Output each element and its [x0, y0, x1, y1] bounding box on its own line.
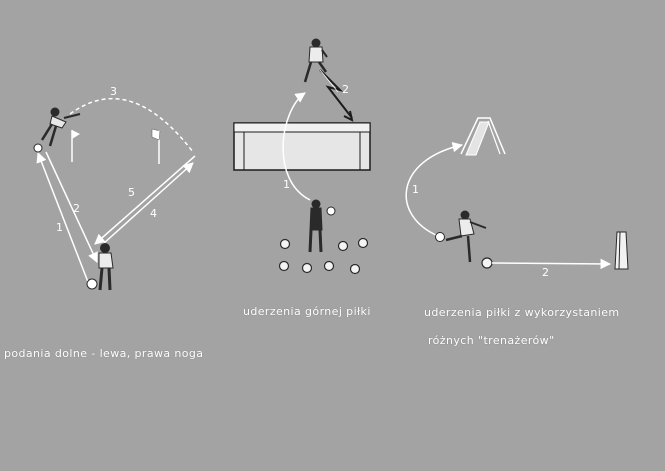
- player-bottom: [86, 243, 114, 291]
- drill-2-high-ball: 1 2: [233, 38, 371, 275]
- label-pass-3: 3: [110, 85, 117, 98]
- label-path-1: 1: [412, 183, 419, 196]
- label-pass-1: 1: [56, 221, 63, 234]
- ball-path-2: [319, 69, 353, 119]
- flag-right: [151, 128, 161, 164]
- label-pass-4: 4: [150, 207, 157, 220]
- player-top-left: [33, 107, 81, 153]
- trainer-figure: [308, 199, 336, 253]
- label-path-2: 2: [542, 266, 549, 279]
- ball-path-1: [282, 92, 311, 201]
- pass-2-line: [45, 151, 98, 263]
- pass-1-line: [36, 152, 89, 283]
- drill-3-trainers: 1 2: [405, 117, 629, 279]
- label-pass-5: 5: [128, 186, 135, 199]
- label-path-1: 1: [283, 178, 290, 191]
- caption-drill-2: uderzenia górnej piłki: [243, 305, 371, 318]
- pass-5-line: [102, 162, 194, 245]
- drill-1-passing: 1 2 3 4 5: [33, 85, 196, 291]
- flag-left: [71, 130, 80, 162]
- pass-3-arc: [69, 98, 194, 153]
- label-pass-2: 2: [73, 202, 80, 215]
- target-post: [614, 231, 629, 270]
- caption-drill-3-line-1: uderzenia piłki z wykorzystaniem: [424, 306, 620, 319]
- pass-4-line: [94, 155, 196, 245]
- player-striker: [303, 38, 328, 83]
- caption-drill-1: podania dolne - lewa, prawa noga: [4, 347, 204, 360]
- goal: [233, 122, 371, 171]
- ball-path-2: [491, 258, 612, 270]
- ball-cluster: [278, 237, 369, 275]
- ball-path-1: [405, 141, 464, 237]
- caption-drill-3-line-2: różnych "trenażerów": [428, 334, 555, 347]
- ball: [481, 257, 493, 269]
- label-path-2: 2: [342, 83, 349, 96]
- rebounder-trainer: [460, 117, 506, 156]
- player-kicking: [435, 210, 487, 263]
